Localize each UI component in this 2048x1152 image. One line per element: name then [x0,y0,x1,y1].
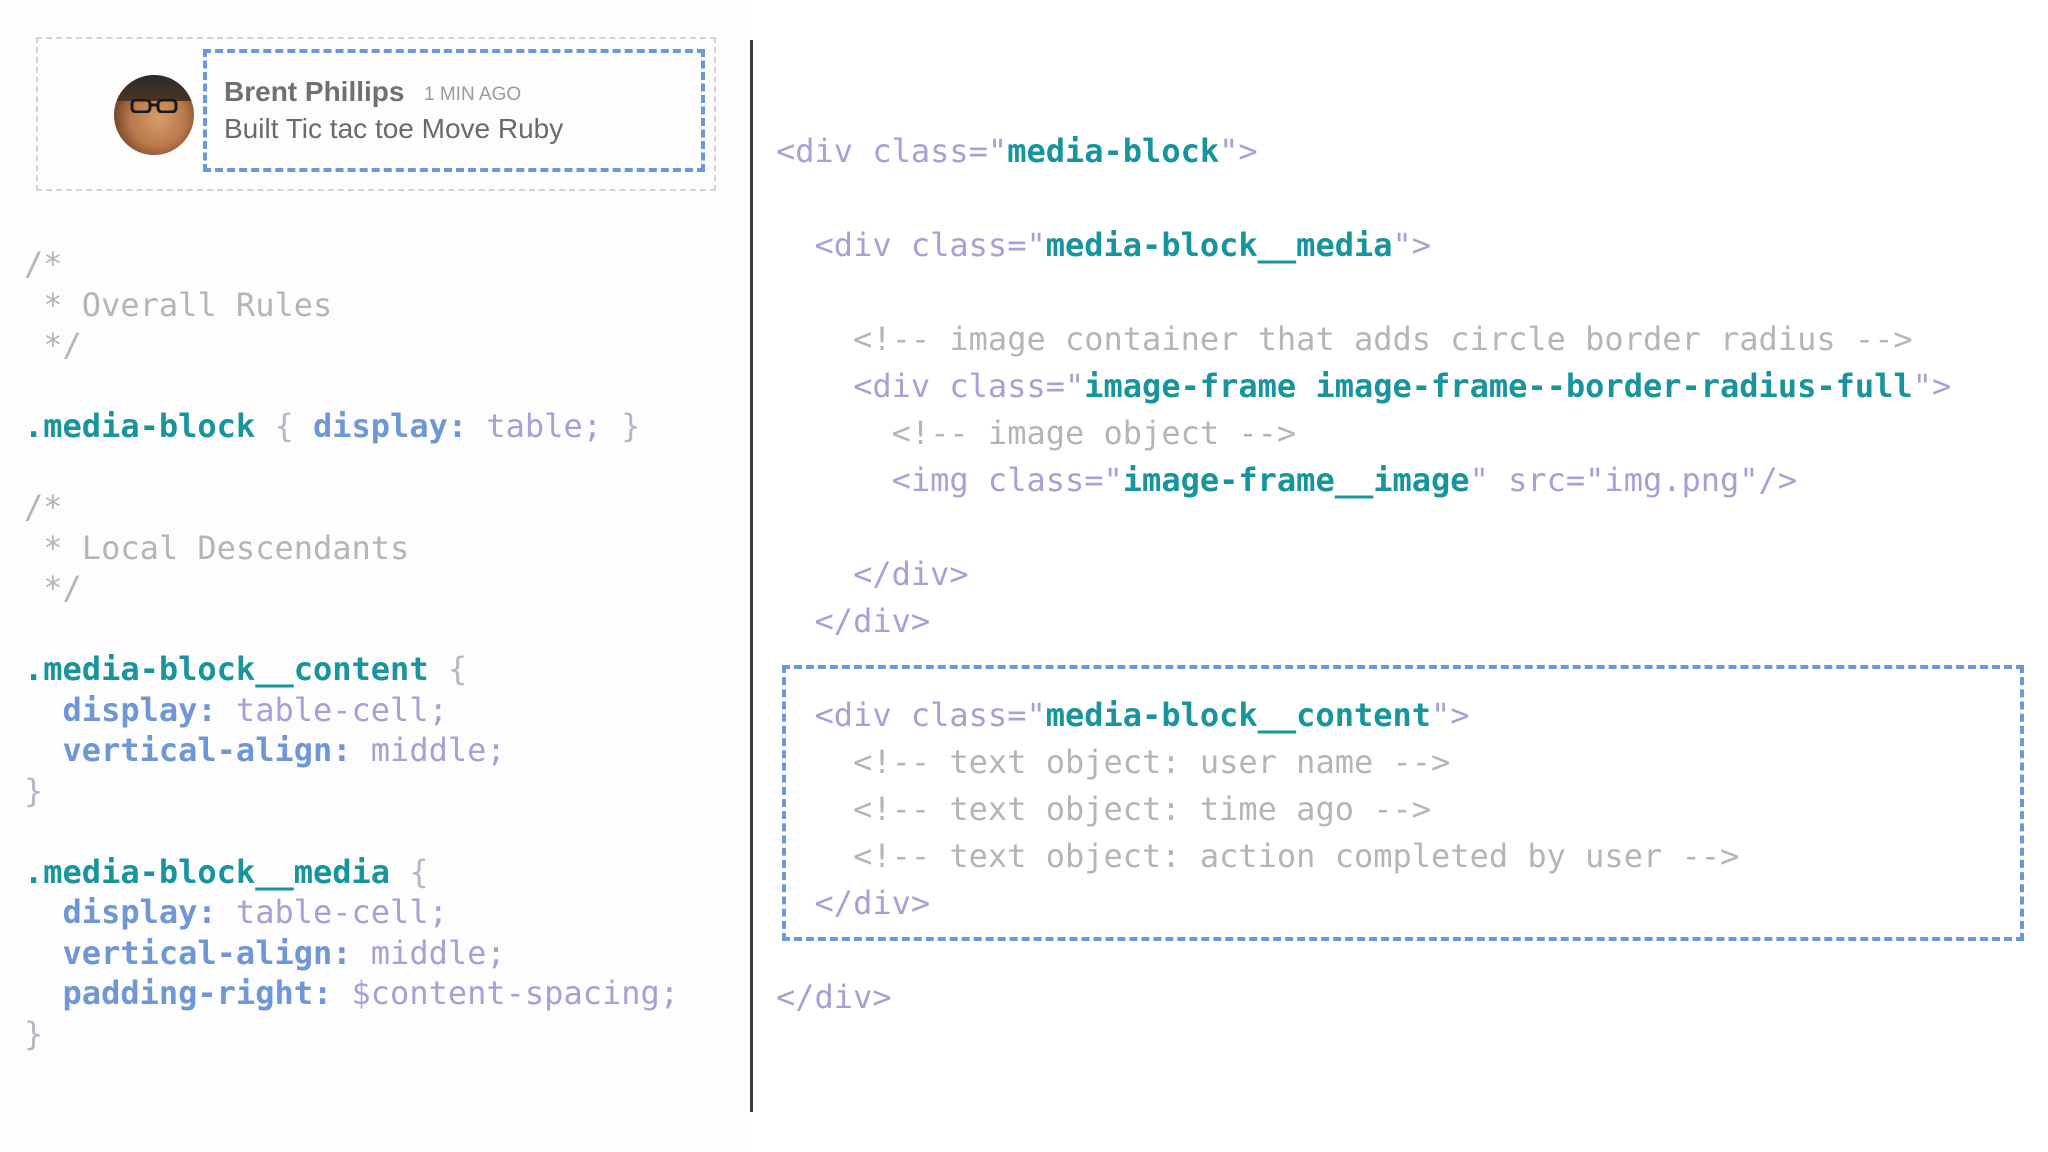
css-value: table; [467,407,602,445]
html-comment: <!-- image object --> [891,414,1297,452]
html-tag: </div> [776,978,892,1016]
css-value: table-cell; [216,893,448,931]
media-block-content-outline [203,49,705,172]
glasses-icon [130,99,178,113]
action-text: Built Tic tac toe Move Ruby [224,113,564,144]
html-tag: <div class=" [814,226,1046,264]
html-class-value: image-frame image-frame--border-radius-f… [1084,367,1913,405]
code-comment: */ [24,326,82,364]
code-comment: */ [24,569,82,607]
css-selector: .media-block__content [24,650,429,688]
css-brace: } [24,1014,44,1053]
html-class-value: media-block__media [1045,226,1393,264]
html-tag: <img class=" [891,461,1123,499]
css-brace: { [428,650,468,688]
css-property: vertical-align: [62,731,352,769]
html-tag: <div class=" [814,696,1046,734]
code-comment: /* [24,488,63,526]
css-code-block: /* * Overall Rules */ .media-block { dis… [24,244,679,1054]
html-tag: "> [1431,696,1470,734]
html-tag: </div> [814,602,931,640]
avatar-hat [114,75,194,101]
html-tag: <div class=" [776,132,1008,170]
media-block-preview [36,37,716,191]
html-class-value: media-block [1007,132,1220,170]
html-comment: <!-- image container that adds circle bo… [853,320,1913,358]
css-selector: .media-block__media [24,852,391,891]
html-tag: </div> [814,884,931,922]
css-property: display: [62,690,217,729]
css-brace: { [390,852,429,891]
html-class-value: media-block__content [1045,696,1432,734]
css-brace: { [255,407,313,445]
css-selector: .media-block [24,407,256,445]
html-tag: "> [1392,226,1432,264]
css-value: middle; [351,933,506,972]
css-panel [0,0,752,1152]
css-property: padding-right: [62,974,333,1012]
html-comment: <!-- text object: user name --> [853,743,1451,781]
code-comment: * Overall Rules [24,285,333,324]
html-code-block: <div class="media-block"> <div class="me… [776,128,1951,1021]
panel-divider [750,40,753,1112]
time-ago: 1 MIN AGO [424,84,522,105]
html-tag: </div> [853,555,969,593]
html-tag: " src="img.png"/> [1469,461,1798,499]
css-property: display: [62,893,217,931]
avatar [114,75,194,155]
css-value: $content-spacing; [332,974,680,1012]
content-markup-outline [782,665,2024,941]
css-brace: } [24,771,44,810]
html-tag: <div class=" [853,367,1085,405]
code-comment: * Local Descendants [24,528,410,567]
css-value: table-cell; [216,690,448,729]
css-property: display: [312,407,468,445]
user-name: Brent Phillips [224,76,405,107]
html-class-value: image-frame__image [1122,461,1470,499]
code-comment: /* [24,245,63,283]
html-tag: "> [1219,132,1258,170]
html-tag: "> [1912,367,1952,405]
css-property: vertical-align: [62,933,352,972]
html-comment: <!-- text object: action completed by us… [853,837,1740,875]
css-value: middle; [351,731,506,769]
html-comment: <!-- text object: time ago --> [853,790,1432,828]
css-brace: } [601,407,641,445]
